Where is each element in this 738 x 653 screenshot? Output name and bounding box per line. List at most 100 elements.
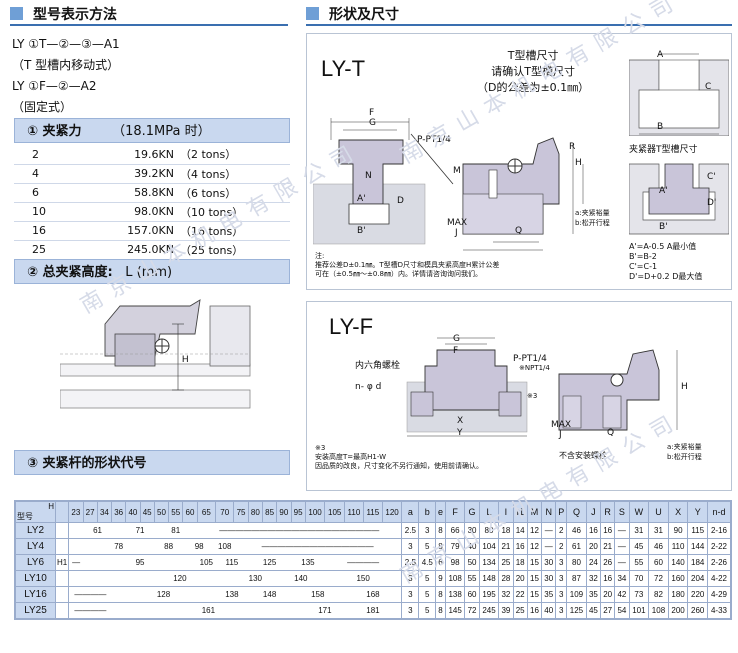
dim-header: F [444,501,466,523]
h-value-header: 85 [261,501,278,523]
h-value-header: 55 [168,501,184,523]
dim-value: 2 [555,522,568,539]
lyt-label-a-margin: a:夹紧裕量 [575,209,610,217]
lyf-note: ※3 [315,444,326,452]
dim-header: X [667,501,689,523]
dim-value: 72 [464,602,480,619]
dim-value: 16 [600,522,616,539]
left-section-header: 型号表示方法 [10,4,288,26]
lyt-note-block: T型槽尺寸 请确认T型槽尺寸 （D的公差为±0.1㎜） [477,48,589,96]
dim-value: 50 [464,554,480,571]
dim-value: 144 [687,538,708,555]
groove-caption: 夹紧器T型槽尺寸 [629,145,698,155]
h1-value: 161 [111,602,306,619]
force-kn: 58.8KN [84,183,174,203]
h-value-header: 110 [343,501,364,523]
dim-value: 3 [555,586,568,603]
model-cell: LY10 [15,570,56,587]
model-cell: LY6 [15,554,56,571]
dim-value: 27 [600,602,616,619]
dim-value: 35 [585,586,602,603]
dim-header: J [585,501,602,523]
dim-value: 46 [648,538,669,555]
dim-value: 108 [648,602,669,619]
dim-value: 54 [614,602,630,619]
h1-value: 128 [111,586,216,603]
lyt-label-g: G [369,118,376,128]
dim-value: 90 [667,522,689,539]
lyt-note-line: T型槽尺寸 [507,49,559,62]
dim-value: 109 [566,586,587,603]
model-cell: LY4 [15,538,56,555]
dim-header: Y [687,501,708,523]
lyf-panel: LY-F G F 内六角螺栓 n- φ d P-PT1/4 ※NPT1/4 ※3… [306,301,732,491]
dim-value: 220 [687,586,708,603]
h-value-header: 34 [96,501,113,523]
h1-value: 88 [154,538,183,555]
dim-value: 110 [667,538,689,555]
dim-value: 200 [667,602,689,619]
force-kn: 39.2KN [84,164,174,184]
lyf-label-h: H [681,382,688,392]
dim-value: 55 [464,570,480,587]
h-value-header: 45 [139,501,155,523]
dim-value: 2 [555,538,568,555]
dim-value: 18 [512,554,528,571]
lyf-label-f: F [453,346,459,356]
h1-value: — [68,554,83,571]
dim-value: 2-26 [707,554,731,571]
clamp-groove-figure [629,163,729,235]
dim-value: 16 [512,538,528,555]
dim-value: 245 [478,602,500,619]
h1-value: —————————————— [233,538,402,555]
dim-value: 3 [401,602,420,619]
force-tons: （6 tons） [174,183,290,203]
model-code-block: LY ①T—②—③—A1 （T 型槽内移动式） LY ①F—②—A2 （固定式） [12,36,282,115]
force-kn: 245.0KN [84,240,174,260]
h1-value: 168 [344,586,402,603]
dim-value: 22 [512,586,528,603]
lyf-label-nd: n- φ d [355,382,382,392]
dim-value: 3 [555,602,568,619]
force-code: 4 [14,164,84,184]
dim-value: 8 [435,602,446,619]
dim-header: U [648,501,669,523]
dim-value: 30 [541,554,557,571]
groove-label-b2: B' [659,222,668,232]
dim-value: 26 [600,554,616,571]
model-line-t: LY ①T—②—③—A1 [12,37,120,51]
dim-value: 15 [526,554,543,571]
dim-header: W [628,501,650,523]
right-section-header: 形状及尺寸 [306,4,732,26]
h-value-header: 95 [290,501,306,523]
dim-value: 2-16 [707,522,731,539]
dim-value: — [541,538,557,555]
force-header-label: ① 夹紧力 [27,124,82,139]
dim-value: 82 [648,586,669,603]
dim-value: 46 [566,522,587,539]
dim-value: 138 [444,586,466,603]
lyt-label-d: D [397,196,404,206]
dim-value: 145 [444,602,466,619]
h1-value: 61 [68,522,126,539]
lyf-label-q: Q [607,428,615,438]
dim-header: S [614,501,630,523]
dim-header: a [401,501,420,523]
lyt-panel: LY-T T型槽尺寸 请确认T型槽尺寸 （D的公差为±0.1㎜） F G P-P… [306,33,732,290]
dim-value: 2.5 [401,522,420,539]
h-value-header: 65 [196,501,217,523]
h-value-header: 105 [324,501,345,523]
dim-value: 125 [566,602,587,619]
dim-value: 16 [526,602,543,619]
dim-value: 55 [628,554,650,571]
dim-value: 180 [667,586,689,603]
bar-shape-header: ③ 夹紧杆的形状代号 [14,450,290,475]
